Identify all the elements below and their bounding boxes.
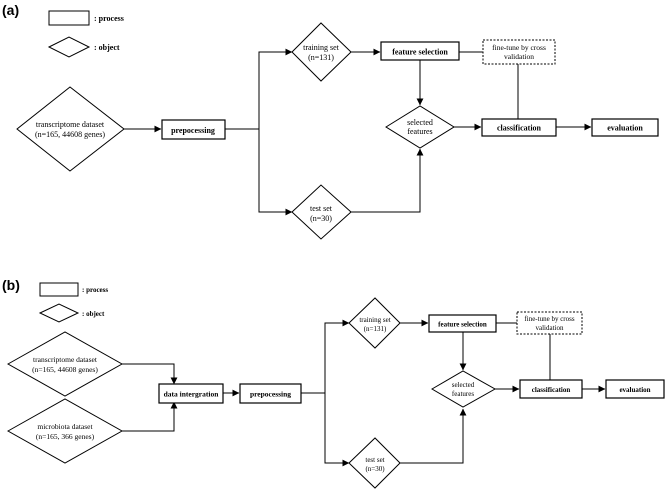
feature-selection-label: feature selection (438, 321, 487, 329)
legend-object-diamond (38, 303, 80, 323)
legend-process-label: : process (94, 14, 124, 23)
selected-features-line2: features (452, 390, 474, 398)
node-fine-tune (482, 39, 556, 65)
node-preprocessing (161, 119, 226, 140)
transcriptome-label-line2: (n=165, 44608 genes) (32, 365, 98, 374)
arrow-transcriptome-to-integration (122, 363, 178, 385)
node-training-set (291, 22, 352, 82)
arrow-to-training-set (258, 48, 293, 129)
selected-features-line2: features (407, 127, 432, 136)
preprocessing-label: prepocessing (171, 126, 215, 135)
test-set-label-line2: (n=30) (310, 214, 332, 223)
panel-a: (a) : process : object transcriptome dat… (2, 2, 659, 240)
legend-process-label: : process (82, 286, 108, 294)
selected-features-line1: selected (452, 381, 475, 389)
node-test-set (348, 437, 401, 489)
classification-label: classification (532, 386, 571, 394)
panel-b: (b) : process : object transcriptome dat… (2, 277, 665, 489)
node-training-set (348, 297, 401, 349)
test-set-label-line2: (n=30) (365, 465, 385, 473)
legend-object-label: : object (94, 43, 120, 52)
arrow-to-test-set (258, 129, 293, 216)
legend-object-diamond (47, 36, 91, 58)
node-classification (481, 118, 557, 137)
arrow-test-to-selected (351, 148, 424, 213)
transcriptome-label-line2: (n=165, 44608 genes) (35, 130, 105, 139)
test-set-label-line1: test set (365, 456, 384, 464)
evaluation-label: evaluation (619, 386, 650, 394)
node-fine-tune (516, 311, 583, 335)
node-feature-selection (380, 41, 460, 61)
node-transcriptome-dataset (16, 86, 125, 172)
fine-tune-label-line1: fine-tune by cross (492, 43, 546, 52)
node-data-integration (158, 383, 224, 404)
arrow-microbiota-to-integration (122, 401, 178, 432)
node-transcriptome-dataset (6, 331, 124, 397)
transcriptome-label-line1: transcriptome dataset (36, 120, 105, 129)
microbiota-label-line1: microbiota dataset (37, 422, 93, 431)
microbiota-label-line2: (n=165, 366 genes) (36, 432, 95, 441)
fine-tune-label-line2: validation (504, 52, 534, 61)
classification-label: classification (497, 124, 542, 133)
node-preprocessing (239, 383, 302, 404)
arrow-test-to-selected (400, 408, 467, 464)
panel-b-label: (b) (2, 277, 20, 293)
selected-features-line1: selected (407, 118, 433, 127)
feature-selection-label: feature selection (392, 48, 448, 57)
node-selected-features (385, 105, 455, 149)
panel-a-connectors (124, 48, 592, 216)
training-set-label-line2: (n=131) (308, 53, 334, 62)
transcriptome-label-line1: transcriptome dataset (33, 355, 98, 364)
training-set-label-line1: training set (359, 316, 390, 324)
fine-tune-label-line1: fine-tune by cross (524, 315, 574, 323)
legend-object-label: : object (82, 310, 105, 318)
arrow-to-training-set (324, 319, 350, 393)
node-test-set (291, 184, 352, 240)
node-microbiota-dataset (6, 398, 124, 464)
node-selected-features (431, 370, 497, 408)
node-classification (519, 379, 583, 399)
arrow-to-test-set (324, 393, 350, 467)
fine-tune-label-line2: validation (536, 324, 564, 332)
evaluation-label: evaluation (607, 124, 643, 133)
legend-process-box (39, 282, 79, 297)
test-set-label-line1: test set (310, 204, 333, 213)
preprocessing-label: prepocessing (250, 390, 291, 399)
training-set-label-line1: training set (303, 43, 340, 52)
integration-label: data intergration (164, 390, 220, 399)
node-evaluation (591, 118, 659, 137)
legend-process-box (48, 10, 90, 26)
node-feature-selection (428, 314, 497, 333)
panel-b-connectors (122, 319, 606, 467)
panel-a-label: (a) (2, 2, 19, 18)
training-set-label-line2: (n=131) (364, 325, 387, 333)
node-evaluation (605, 379, 665, 399)
